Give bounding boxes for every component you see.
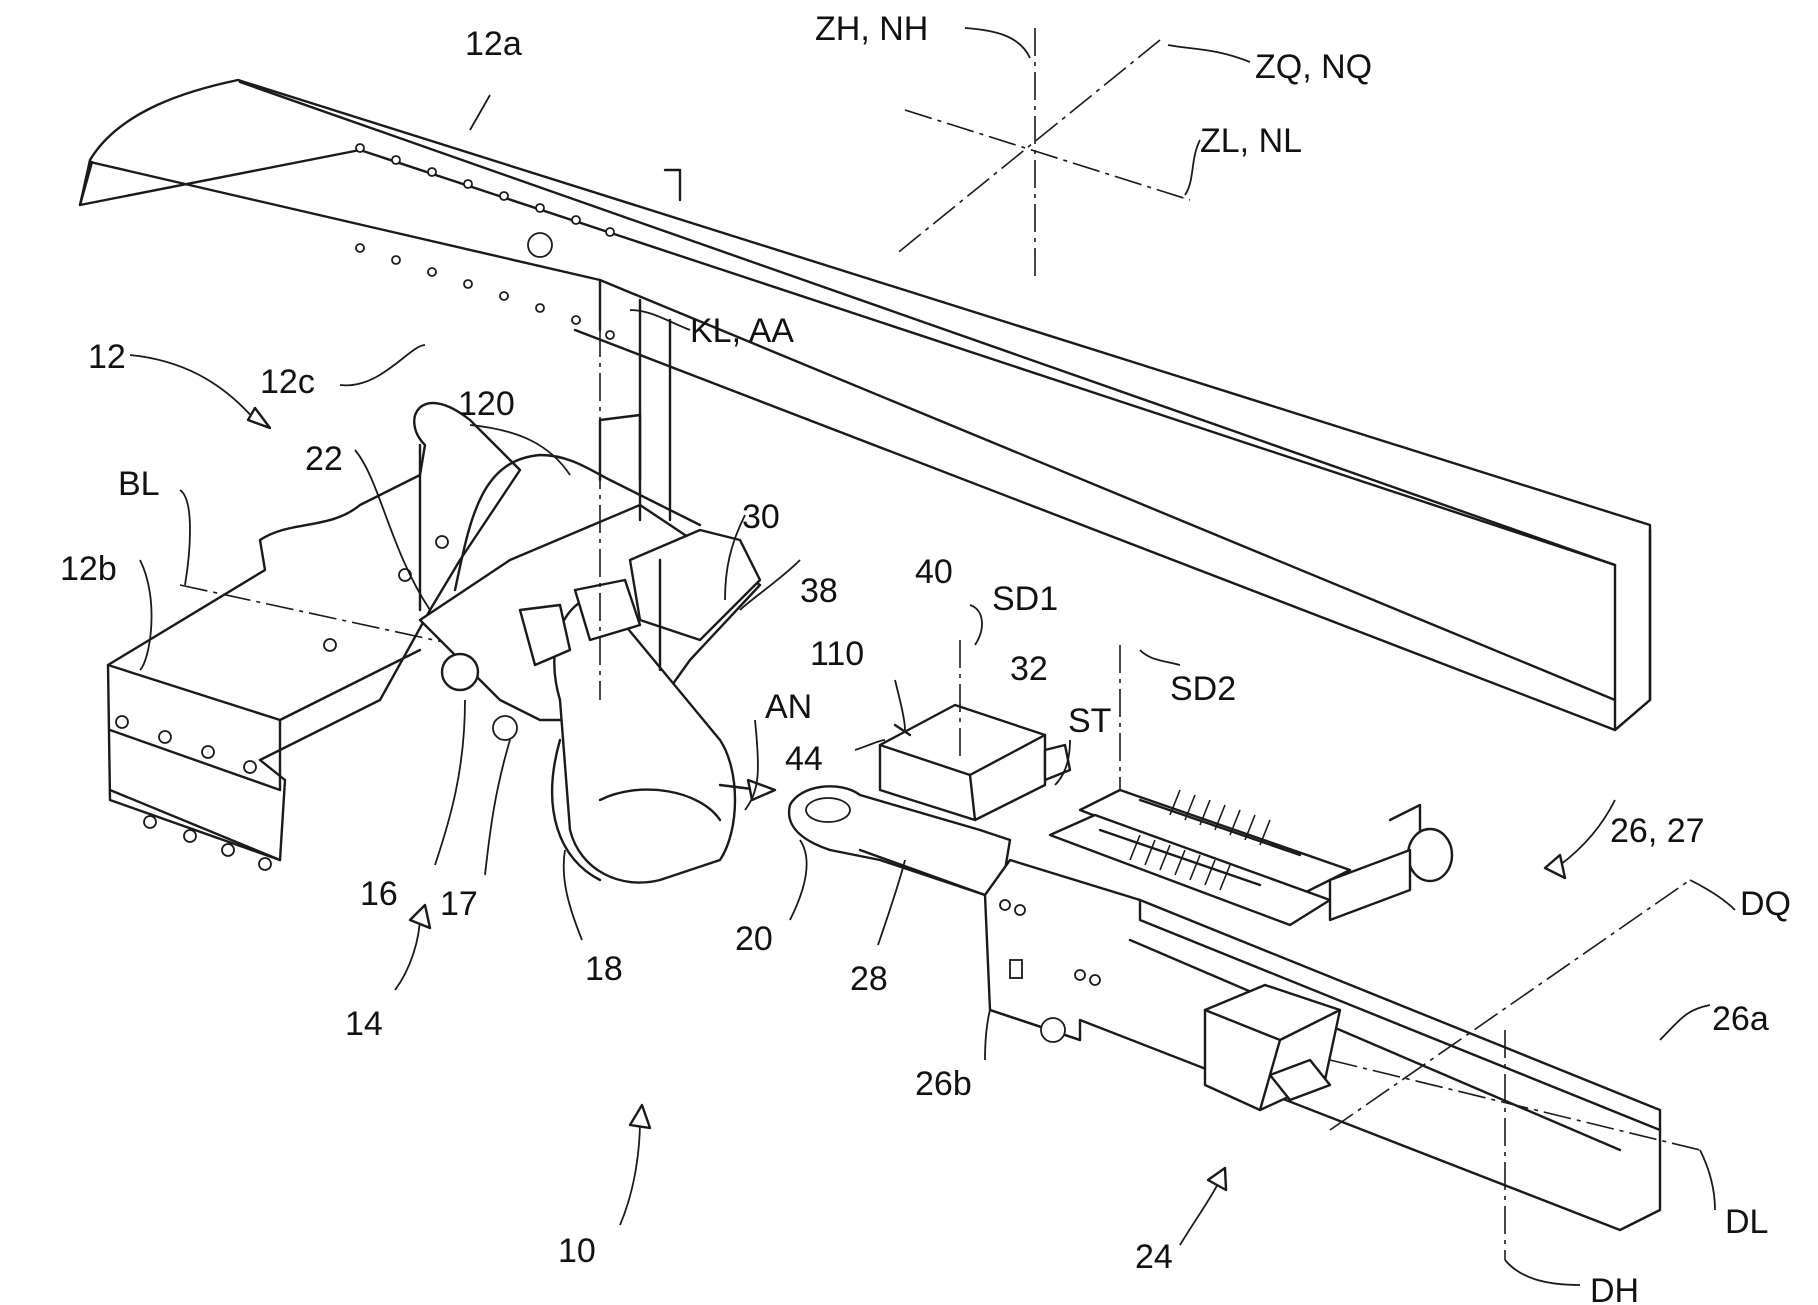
label-18: 18 xyxy=(585,950,623,988)
label-AN: AN xyxy=(765,688,812,726)
label-26b: 26b xyxy=(915,1065,972,1103)
label-12c: 12c xyxy=(260,363,315,401)
label-12b: 12b xyxy=(60,550,117,588)
label-SD1: SD1 xyxy=(992,580,1058,618)
label-22: 22 xyxy=(305,440,343,478)
label-110: 110 xyxy=(810,635,864,673)
label-26a: 26a xyxy=(1712,1000,1769,1038)
label-44: 44 xyxy=(785,740,823,778)
label-16: 16 xyxy=(360,875,398,913)
label-ZL-NL: ZL, NL xyxy=(1200,122,1302,160)
label-20: 20 xyxy=(735,920,773,958)
label-12a: 12a xyxy=(465,25,522,63)
label-14: 14 xyxy=(345,1005,383,1043)
label-ST: ST xyxy=(1068,702,1111,740)
label-DQ: DQ xyxy=(1740,885,1791,923)
coordinate-axes xyxy=(895,28,1250,280)
label-KL-AA: KL, AA xyxy=(690,312,794,350)
sensor-unit xyxy=(880,705,1070,820)
label-12: 12 xyxy=(88,338,126,376)
label-ZH-NH: ZH, NH xyxy=(815,10,928,48)
label-30: 30 xyxy=(742,498,780,536)
label-SD2: SD2 xyxy=(1170,670,1236,708)
hitch-assembly xyxy=(420,285,775,883)
label-10: 10 xyxy=(558,1232,596,1270)
label-26-27: 26, 27 xyxy=(1610,812,1705,850)
label-ZQ-NQ: ZQ, NQ xyxy=(1255,48,1372,86)
label-17: 17 xyxy=(440,885,478,923)
label-38: 38 xyxy=(800,572,838,610)
label-120: 120 xyxy=(458,385,515,423)
label-40: 40 xyxy=(915,553,953,591)
label-DL: DL xyxy=(1725,1203,1768,1241)
label-32: 32 xyxy=(1010,650,1048,688)
label-24: 24 xyxy=(1135,1238,1173,1276)
label-DH: DH xyxy=(1590,1272,1639,1305)
label-28: 28 xyxy=(850,960,888,998)
label-BL: BL xyxy=(118,465,160,503)
